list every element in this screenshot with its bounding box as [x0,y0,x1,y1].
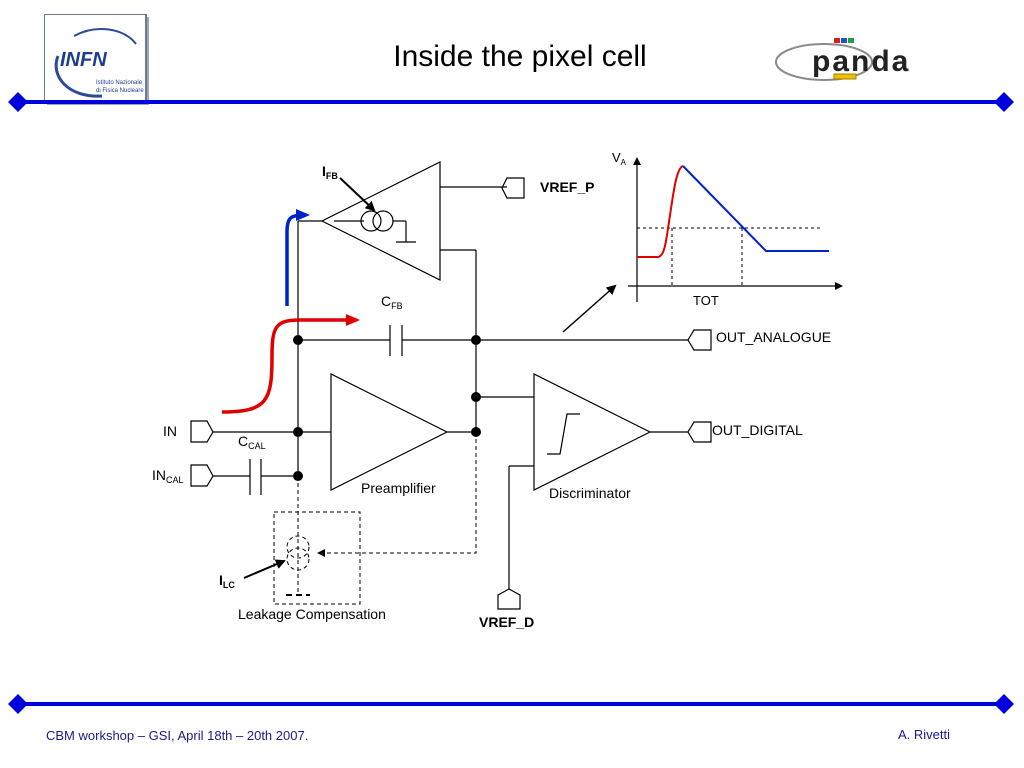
infn-logo-text: INFN [60,49,107,71]
junction-dot [293,427,303,437]
slide-title: Inside the pixel cell [393,40,647,73]
panda-logo: panda [775,38,910,81]
vref-p-pad [501,177,525,199]
preamplifier-label: Preamplifier [361,480,436,496]
in-label: IN [163,423,177,439]
in-pad [190,420,214,443]
tot-label: TOT [693,293,719,308]
preamplifier-symbol [330,373,449,491]
out-digital-label: OUT_DIGITAL [712,422,803,438]
bottom-rule-diamond-right [994,694,1014,714]
waveform-pointer-arrow [562,284,617,333]
discriminator-symbol [533,373,652,491]
junction-dot [293,471,303,481]
bottom-rule-diamond-left [8,694,28,714]
junction-dot [471,335,481,345]
feedback-amplifier [320,161,441,281]
current-source-circle-right [372,210,394,232]
top-rule-diamond-left [8,92,28,112]
waveform-rising-edge [637,165,684,258]
waveform-falling-edge [682,165,829,252]
vref-p-label: VREF_P [540,179,594,195]
footer-author: A. Rivetti [897,727,950,742]
leakage-current-source-upper [286,535,310,559]
panda-logo-dot-blue [841,38,847,43]
discriminator-label: Discriminator [549,485,631,501]
panda-logo-bar [833,73,857,80]
infn-logo-arc [54,55,103,98]
feedback-current-arrow [285,209,310,306]
leakage-compensation-box [273,511,361,605]
leakage-current-source-lower [286,547,310,571]
ilc-label: ILC [219,572,235,590]
panda-logo-dot-red [834,38,840,43]
infn-logo-sub2: di Fisica Nucleare [96,88,144,94]
top-rule-diamond-right [994,92,1014,112]
va-label: VA [612,150,627,167]
out-digital-pad [687,421,712,443]
incal-pad [190,464,214,487]
ccal-label: CCAL [238,433,266,451]
leakage-feedback-path [317,432,477,557]
incal-label: INCAL [152,467,184,485]
panda-logo-text: panda [812,45,910,78]
panda-logo-ring [775,43,873,81]
infn-logo-sub1: Istituto Nazionale [96,80,143,86]
vref-d-label: VREF_D [479,614,534,630]
junction-dot [471,392,481,402]
footer-event: CBM workshop – GSI, April 18th – 20th 20… [46,728,309,743]
junction-dot [293,335,303,345]
out-analogue-pad [687,329,712,351]
ilc-pointer-arrow [243,559,286,579]
ifb-label: IFB [322,163,338,181]
output-waveform-plot: VA TOT [612,150,843,308]
infn-logo-arc-top [73,28,137,45]
panda-logo-dot-green [848,38,854,43]
junction-dot [471,427,481,437]
infn-logo: INFN Istituto Nazionale di Fisica Nuclea… [44,14,149,105]
discriminator-threshold-icon [547,413,580,455]
cfb-label: CFB [381,293,403,311]
charge-flow-arrow [221,314,360,414]
out-analogue-label: OUT_ANALOGUE [716,329,831,345]
vref-d-pad [497,588,521,610]
ifb-pointer-arrow [339,177,376,212]
leakage-compensation-label: Leakage Compensation [238,606,386,622]
